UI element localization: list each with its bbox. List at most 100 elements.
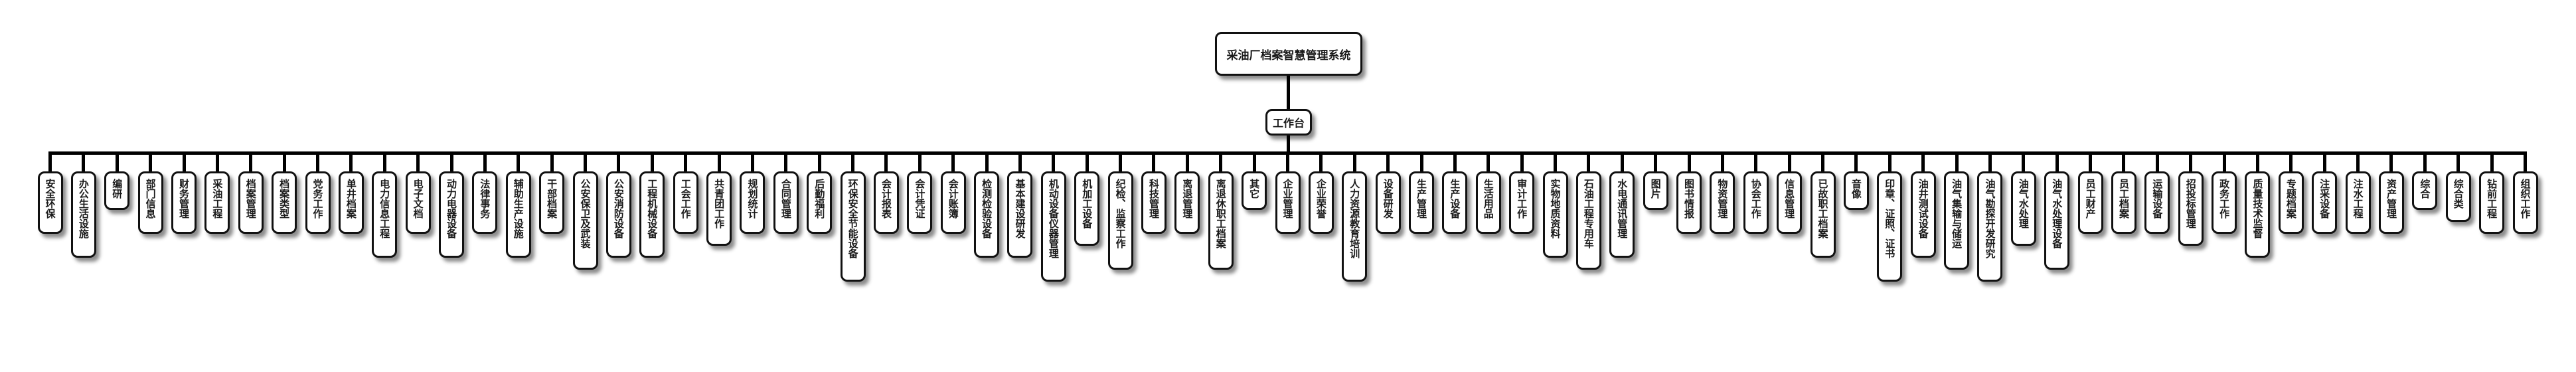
leaf-node[interactable]: 纪检、监察工作 (1107, 171, 1133, 270)
leaf-node[interactable]: 工程机械设备 (639, 171, 665, 258)
leaf-node[interactable]: 设备研发 (1375, 171, 1401, 234)
leaf-node[interactable]: 石油工程专用车 (1575, 171, 1601, 270)
leaf-node[interactable]: 实物地质资料 (1542, 171, 1568, 258)
leaf-node[interactable]: 会计凭证 (907, 171, 933, 234)
leaf-node[interactable]: 辅助生产设施 (505, 171, 531, 258)
leaf-label: 生活用品 (1482, 179, 1494, 219)
leaf-node[interactable]: 已故职工档案 (1810, 171, 1836, 258)
leaf-label: 水电通讯管理 (1616, 179, 1629, 238)
leaf-node[interactable]: 油气集输与储运 (1944, 171, 1970, 270)
leaf-node[interactable]: 会计报表 (873, 171, 899, 234)
leaf-label: 环保安全节能设备 (846, 179, 859, 258)
leaf-node[interactable]: 离退管理 (1174, 171, 1200, 234)
leaf-node[interactable]: 企业管理 (1275, 171, 1301, 234)
leaf-node[interactable]: 审计工作 (1509, 171, 1535, 234)
connector-leaf (1587, 153, 1591, 173)
leaf-node[interactable]: 信息管理 (1777, 171, 1803, 234)
leaf-node[interactable]: 共青团工作 (706, 171, 732, 246)
leaf-node[interactable]: 人力资源教育培训 (1342, 171, 1368, 282)
leaf-label: 员工财产 (2084, 179, 2097, 219)
connector-leaf (1754, 153, 1758, 173)
leaf-node[interactable]: 企业荣誉 (1308, 171, 1334, 234)
leaf-node[interactable]: 综合类 (2445, 171, 2471, 222)
leaf-node[interactable]: 油气水处理设备 (2044, 171, 2070, 270)
leaf-node[interactable]: 油井测试设备 (1910, 171, 1936, 258)
leaf-node[interactable]: 动力电器设备 (439, 171, 465, 258)
leaf-node[interactable]: 水电通讯管理 (1609, 171, 1635, 258)
leaf-label: 生产设备 (1449, 179, 1461, 219)
leaf-node[interactable]: 招投标管理 (2178, 171, 2204, 246)
connector-leaf (2423, 153, 2427, 173)
leaf-node[interactable]: 机动设备仪器管理 (1040, 171, 1066, 282)
leaf-node[interactable]: 油气勘探开发研究 (1977, 171, 2003, 282)
leaf-node[interactable]: 员工财产 (2077, 171, 2103, 234)
leaf-label: 法律事务 (479, 179, 491, 219)
leaf-node[interactable]: 电力信息工程 (372, 171, 398, 258)
leaf-node[interactable]: 后勤福利 (807, 171, 833, 234)
leaf-node[interactable]: 干部档案 (539, 171, 565, 234)
leaf-node[interactable]: 采油工程 (204, 171, 230, 234)
leaf-label: 办公生活设施 (77, 179, 90, 238)
leaf-node[interactable]: 运输设备 (2144, 171, 2170, 234)
leaf-node[interactable]: 生产管理 (1409, 171, 1434, 234)
leaf-node[interactable]: 注采设备 (2312, 171, 2338, 234)
leaf-label: 电子文档 (412, 179, 424, 219)
leaf-node[interactable]: 检测检验设备 (974, 171, 1000, 258)
hub-node[interactable]: 工作台 (1265, 109, 1312, 136)
leaf-label: 公安消防设备 (612, 179, 625, 238)
connector-leaf (149, 153, 153, 173)
leaf-label: 安全环保 (44, 179, 56, 219)
leaf-node[interactable]: 规划统计 (740, 171, 765, 234)
leaf-node[interactable]: 物资管理 (1710, 171, 1735, 234)
connector-leaf (416, 153, 420, 173)
leaf-node[interactable]: 钻前工程 (2479, 171, 2505, 234)
leaf-label: 后勤福利 (813, 179, 826, 219)
leaf-node[interactable]: 环保安全节能设备 (840, 171, 866, 282)
leaf-node[interactable]: 档案管理 (238, 171, 264, 234)
leaf-node[interactable]: 财务管理 (171, 171, 197, 234)
leaf-node[interactable]: 其它 (1242, 171, 1267, 210)
leaf-node[interactable]: 图书情报 (1676, 171, 1702, 234)
leaf-node[interactable]: 办公生活设施 (70, 171, 96, 258)
leaf-node[interactable]: 员工档案 (2111, 171, 2136, 234)
leaf-node[interactable]: 图片 (1643, 171, 1668, 210)
leaf-node[interactable]: 工会工作 (673, 171, 698, 234)
leaf-node[interactable]: 政务工作 (2212, 171, 2237, 234)
leaf-node[interactable]: 机加工设备 (1074, 171, 1100, 246)
leaf-node[interactable]: 印章、证照、证书 (1877, 171, 1903, 282)
leaf-node[interactable]: 生活用品 (1475, 171, 1501, 234)
leaf-node[interactable]: 离退休职工档案 (1208, 171, 1234, 270)
leaf-node[interactable]: 电子文档 (405, 171, 431, 234)
leaf-node[interactable]: 科技管理 (1141, 171, 1167, 234)
leaf-node[interactable]: 协会工作 (1743, 171, 1769, 234)
leaf-node[interactable]: 质量技术监督 (2245, 171, 2271, 258)
leaf-node[interactable]: 油气水处理 (2010, 171, 2036, 246)
leaf-node[interactable]: 组织工作 (2512, 171, 2538, 234)
leaf-node[interactable]: 公安保卫及武装 (572, 171, 598, 270)
connector-leaf (951, 153, 955, 173)
leaf-node[interactable]: 资产管理 (2378, 171, 2404, 234)
connector-leaf (316, 153, 320, 173)
leaf-label: 会计凭证 (914, 179, 926, 219)
leaf-node[interactable]: 注水工程 (2345, 171, 2371, 234)
leaf-node[interactable]: 专题档案 (2278, 171, 2304, 234)
leaf-node[interactable]: 综合 (2412, 171, 2438, 210)
leaf-node[interactable]: 部门信息 (137, 171, 163, 234)
root-node[interactable]: 采油厂档案智慧管理系统 (1215, 32, 1362, 76)
leaf-label: 编研 (111, 179, 123, 199)
leaf-node[interactable]: 生产设备 (1442, 171, 1468, 234)
leaf-node[interactable]: 单井档案 (338, 171, 364, 234)
leaf-node[interactable]: 党务工作 (305, 171, 331, 234)
leaf-node[interactable]: 公安消防设备 (605, 171, 631, 258)
leaf-node[interactable]: 基本建设研发 (1007, 171, 1033, 258)
leaf-node[interactable]: 合同管理 (773, 171, 799, 234)
leaf-node[interactable]: 音像 (1843, 171, 1869, 210)
leaf-node[interactable]: 编研 (104, 171, 130, 210)
leaf-node[interactable]: 档案类型 (272, 171, 297, 234)
connector-leaf (2289, 153, 2293, 173)
leaf-node[interactable]: 法律事务 (472, 171, 498, 234)
leaf-node[interactable]: 安全环保 (37, 171, 63, 234)
leaf-label: 合同管理 (779, 179, 792, 219)
leaf-node[interactable]: 会计账簿 (940, 171, 966, 234)
leaf-label: 图书情报 (1683, 179, 1696, 219)
